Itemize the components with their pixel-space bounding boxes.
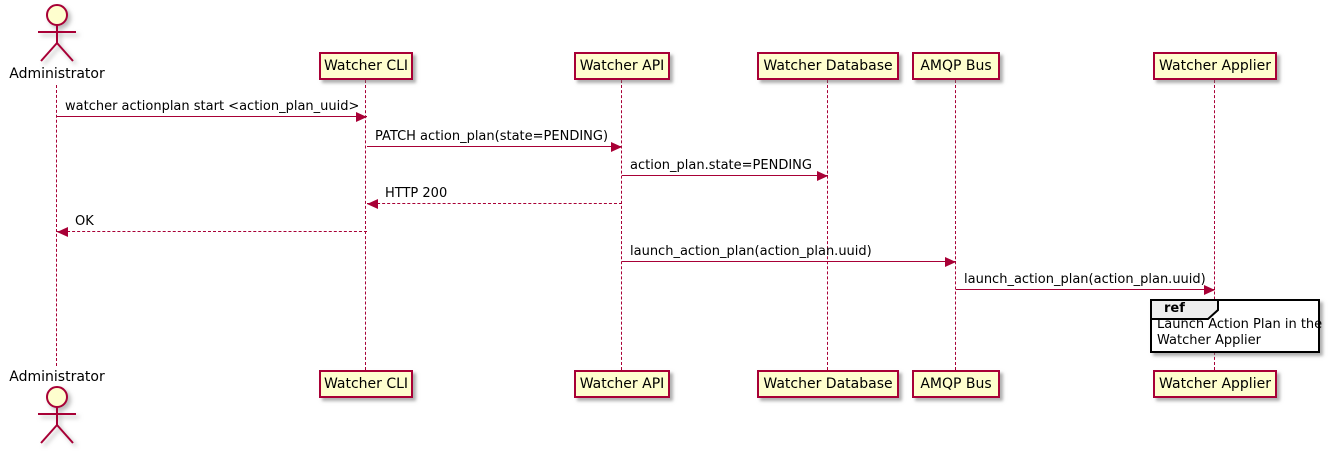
ref-header-pentagon-icon <box>1150 299 1219 320</box>
lifeline-watcher-api <box>621 80 622 370</box>
message-line <box>57 231 367 232</box>
message-label: HTTP 200 <box>385 186 448 201</box>
participant-watcher-applier-bottom: Watcher Applier <box>1153 370 1277 398</box>
participant-label: AMQP Bus <box>920 58 992 74</box>
message-state-pending: action_plan.state=PENDING <box>622 158 828 181</box>
participant-label: Watcher API <box>579 58 665 74</box>
lifeline-amqp-bus <box>955 80 956 370</box>
arrowhead-right-icon <box>1204 285 1215 295</box>
lifeline-watcher-cli <box>365 80 366 370</box>
participant-amqp-bus-bottom: AMQP Bus <box>912 370 1000 398</box>
message-line <box>622 261 956 262</box>
message-http-200: HTTP 200 <box>367 186 622 209</box>
participant-label: Watcher Database <box>763 58 893 74</box>
message-line <box>956 289 1215 290</box>
participant-watcher-cli-bottom: Watcher CLI <box>319 370 413 398</box>
message-line <box>367 203 622 204</box>
arrowhead-right-icon <box>817 171 828 181</box>
participant-watcher-database-bottom: Watcher Database <box>757 370 899 398</box>
ref-text-line: Watcher Applier <box>1157 333 1261 348</box>
message-label: watcher actionplan start <action_plan_uu… <box>65 99 360 114</box>
participant-label: Watcher CLI <box>323 376 409 392</box>
message-ok: OK <box>57 214 367 237</box>
participant-watcher-database-top: Watcher Database <box>757 52 899 80</box>
message-label: action_plan.state=PENDING <box>630 158 812 173</box>
message-patch-action-plan: PATCH action_plan(state=PENDING) <box>367 129 622 152</box>
lifeline-administrator <box>56 85 57 366</box>
participant-watcher-api-bottom: Watcher API <box>574 370 670 398</box>
participant-label: AMQP Bus <box>920 376 992 392</box>
message-line <box>57 116 367 117</box>
message-label: PATCH action_plan(state=PENDING) <box>375 129 609 144</box>
participant-watcher-api-top: Watcher API <box>574 52 670 80</box>
participant-label: Watcher Database <box>763 376 893 392</box>
actor-label-top: Administrator <box>9 66 105 82</box>
arrowhead-right-icon <box>356 112 367 122</box>
message-line <box>367 146 622 147</box>
message-label: launch_action_plan(action_plan.uuid) <box>964 272 1206 287</box>
participant-label: Watcher API <box>579 376 665 392</box>
ref-fragment: ref Launch Action Plan in the Watcher Ap… <box>1150 299 1322 353</box>
participant-label: Watcher Applier <box>1159 376 1271 392</box>
message-label: OK <box>75 214 94 229</box>
actor-label-bottom: Administrator <box>9 369 105 385</box>
lifeline-watcher-applier <box>1214 80 1215 370</box>
message-line <box>622 175 828 176</box>
arrowhead-right-icon <box>611 142 622 152</box>
participant-watcher-applier-top: Watcher Applier <box>1153 52 1277 80</box>
participant-watcher-cli-top: Watcher CLI <box>319 52 413 80</box>
participant-amqp-bus-top: AMQP Bus <box>912 52 1000 80</box>
message-label: launch_action_plan(action_plan.uuid) <box>630 244 872 259</box>
actor-icon <box>38 4 76 62</box>
arrowhead-right-icon <box>945 257 956 267</box>
arrowhead-left-icon <box>367 199 378 209</box>
ref-body: Launch Action Plan in the Watcher Applie… <box>1157 317 1322 349</box>
ref-text-line: Launch Action Plan in the <box>1157 317 1323 332</box>
message-start-actionplan: watcher actionplan start <action_plan_uu… <box>57 99 367 122</box>
message-launch-action-plan-applier: launch_action_plan(action_plan.uuid) <box>956 272 1215 295</box>
participant-label: Watcher CLI <box>323 58 409 74</box>
participant-label: Watcher Applier <box>1159 58 1271 74</box>
arrowhead-left-icon <box>57 227 68 237</box>
ref-keyword: ref <box>1164 301 1185 316</box>
message-launch-action-plan-amqp: launch_action_plan(action_plan.uuid) <box>622 244 956 267</box>
actor-icon <box>38 386 76 444</box>
lifeline-watcher-database <box>827 80 828 370</box>
